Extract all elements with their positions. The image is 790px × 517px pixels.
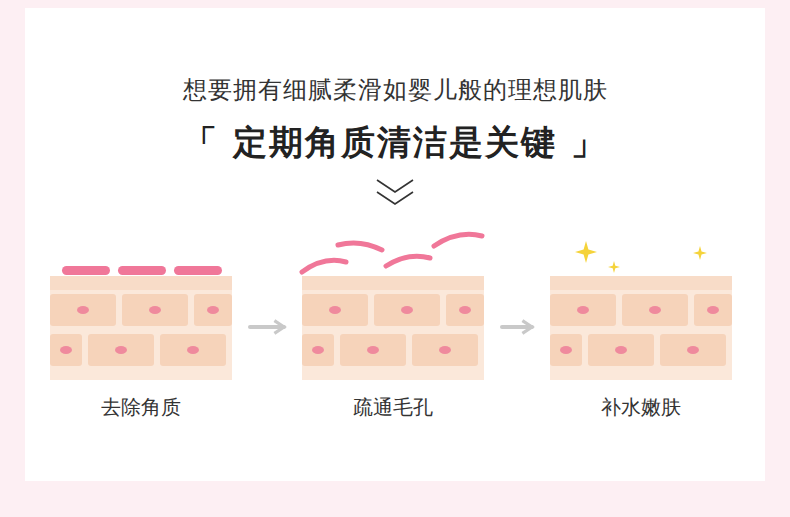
skin-layer [50,266,232,380]
chevron-down [377,180,413,192]
step-label: 疏通毛孔 [302,394,484,421]
step-label: 去除角质 [50,394,232,421]
step-arrow [502,325,532,329]
step-box: 去除角质 [50,258,232,427]
skin-layer [550,241,732,380]
title: 「 定期角质清洁是关键 」 [0,120,790,166]
step-label: 补水嫩肤 [550,394,732,421]
step-box: 疏通毛孔 [302,258,484,427]
subheading: 想要拥有细腻柔滑如婴儿般的理想肌肤 [0,74,790,106]
step-arrow [250,325,284,329]
skin-layer [302,234,484,380]
chevron-down [377,192,413,204]
step-box: 补水嫩肤 [550,258,732,427]
